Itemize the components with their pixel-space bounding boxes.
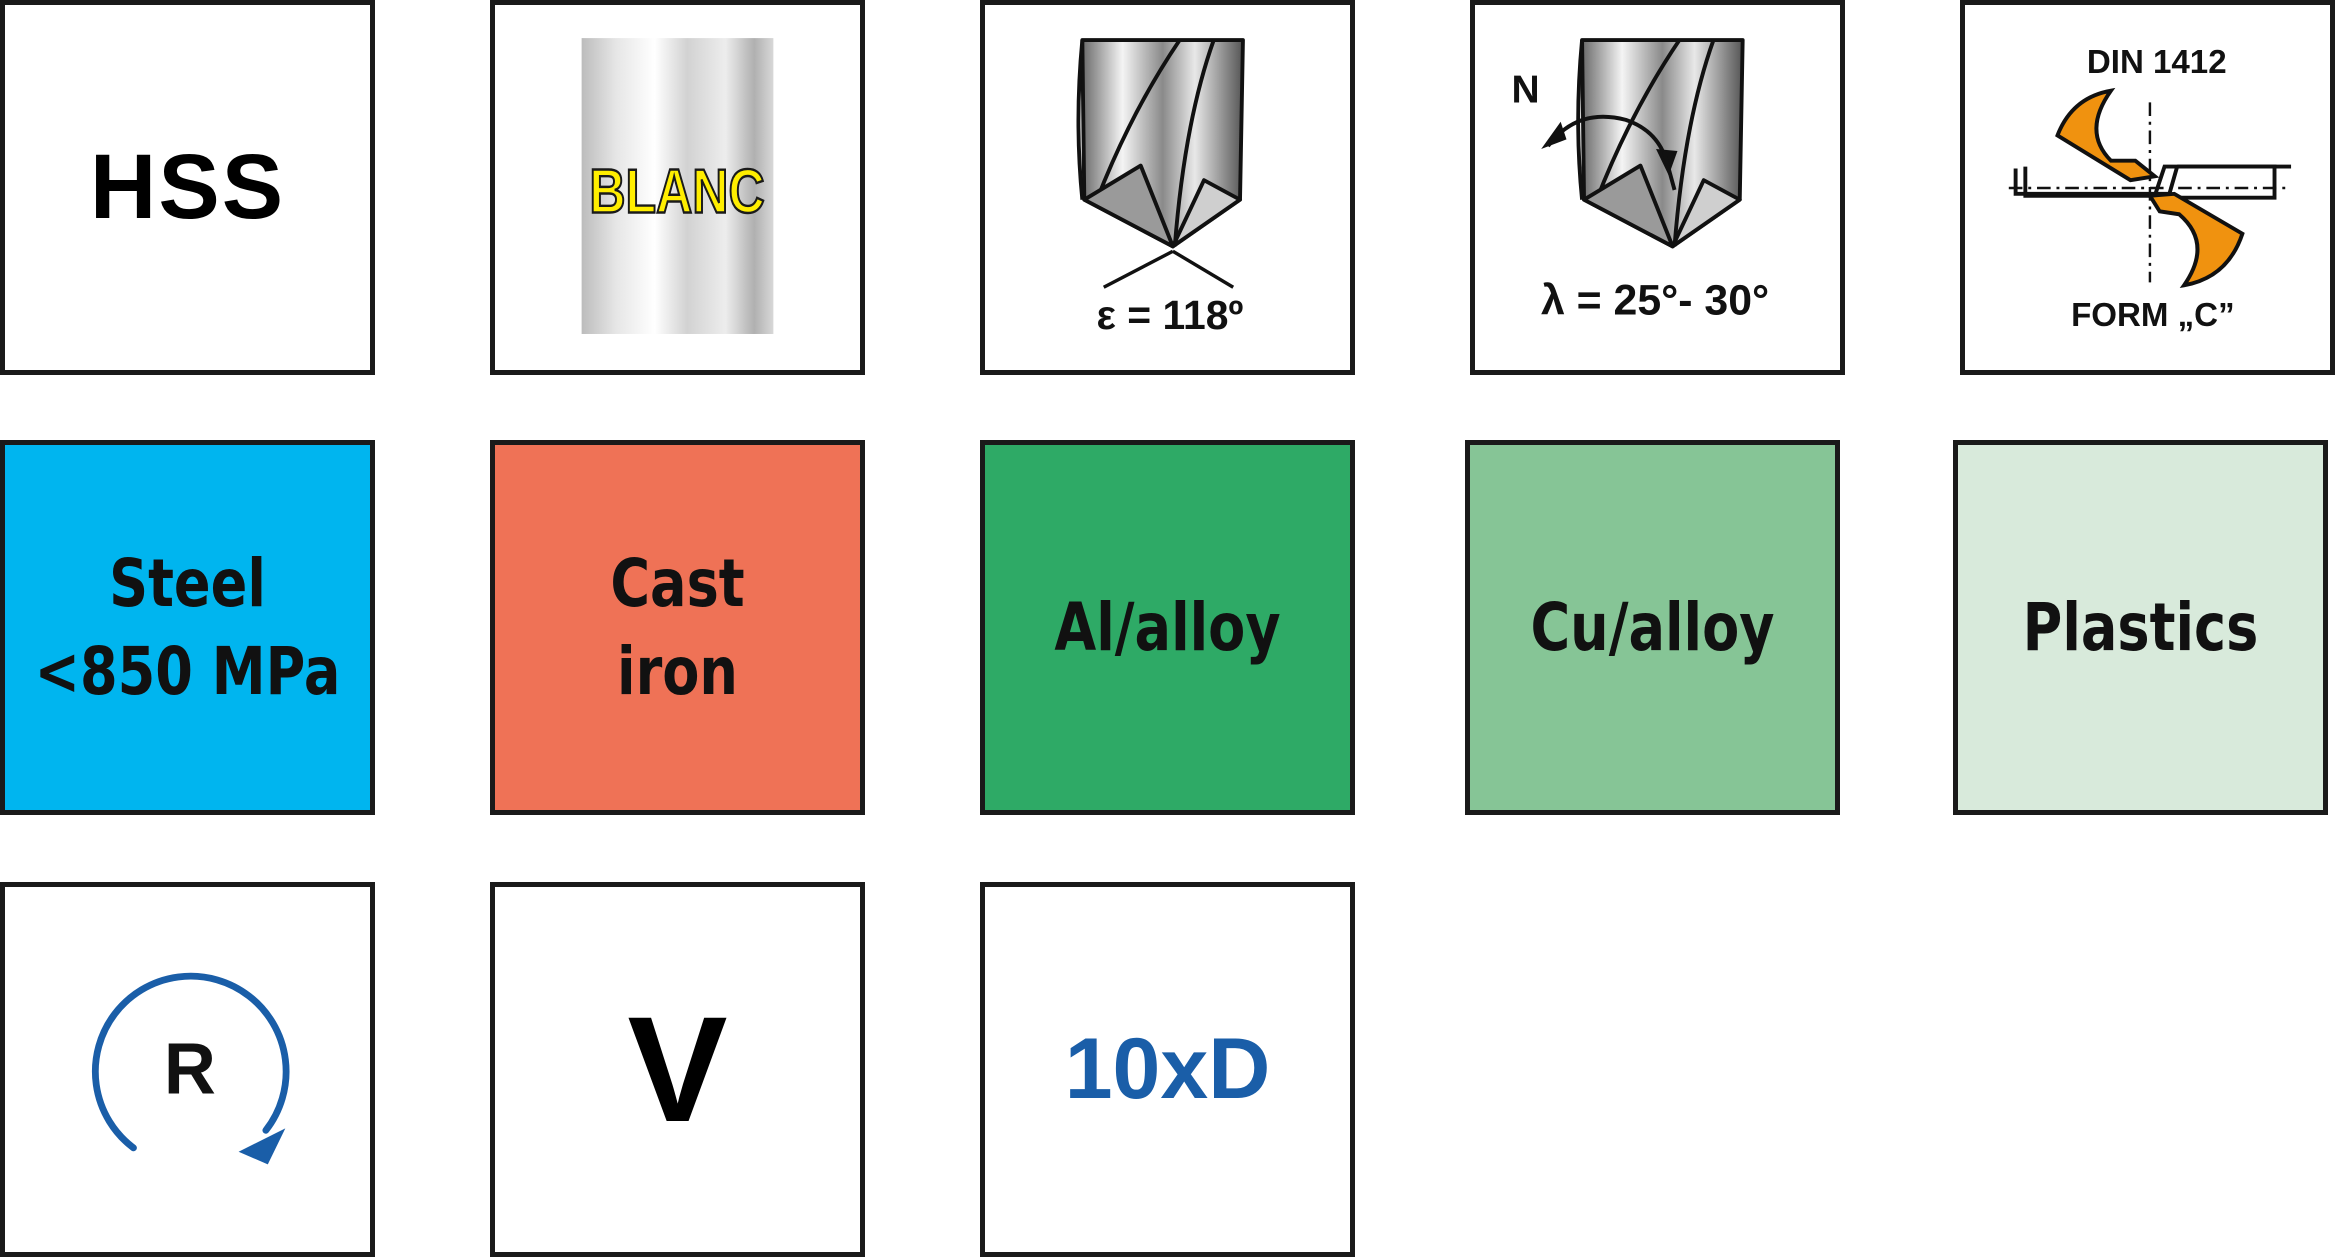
material-cast-iron-label: Cast iron: [528, 445, 827, 810]
helix-angle-tile: N λ = 25°- 30°: [1470, 0, 1845, 375]
material-line: Cu/alloy: [1530, 588, 1775, 666]
material-copper-tile: Cu/alloy: [1465, 440, 1840, 815]
material-cast-iron-tile: Cast iron: [490, 440, 865, 815]
material-line: <850 MPa: [34, 632, 341, 710]
material-copper-label: Cu/alloy: [1503, 445, 1802, 810]
material-line: Al/alloy: [1054, 588, 1281, 666]
v-label: V: [627, 985, 728, 1153]
drill-point-graphic: ε = 118º: [1076, 38, 1245, 338]
hss-tile: HSS: [0, 0, 375, 375]
lower-wedge: [2146, 191, 2245, 289]
point-angle-label: ε = 118º: [1097, 292, 1244, 338]
material-plastics-tile: Plastics: [1953, 440, 2328, 815]
material-line: iron: [617, 632, 738, 710]
material-plastics-label: Plastics: [1991, 445, 2290, 810]
blanc-cylinder-graphic: BLANC: [581, 38, 774, 334]
cylinder-shape: [581, 38, 774, 334]
center-drill-form-graphic: DIN 1412 FORM „C”: [2008, 44, 2292, 334]
material-aluminium-label: Al/alloy: [1018, 445, 1317, 810]
material-line: Cast: [610, 544, 745, 622]
helix-drill-graphic: N λ = 25°- 30°: [1512, 38, 1769, 325]
depth-label: 10xD: [1064, 1021, 1271, 1117]
point-angle-tile: ε = 118º: [980, 0, 1355, 375]
depth-tile: 10xD: [980, 882, 1355, 1257]
material-steel-tile: Steel <850 MPa: [0, 440, 375, 815]
rotation-direction-tile: R: [0, 882, 375, 1257]
rotation-arrow-icon: R: [91, 972, 290, 1165]
rotation-label: R: [164, 1029, 216, 1109]
hss-label: HSS: [89, 136, 286, 238]
blanc-label: BLANC: [589, 157, 764, 226]
v-tile: V: [490, 882, 865, 1257]
form-label: FORM „C”: [2071, 297, 2235, 334]
standard-label: DIN 1412: [2087, 44, 2227, 81]
helix-type-label: N: [1512, 68, 1540, 111]
material-line: Plastics: [2022, 588, 2259, 666]
blanc-finish-tile: BLANC: [490, 0, 865, 375]
material-line: Steel: [109, 544, 266, 622]
center-drill-form-tile: DIN 1412 FORM „C”: [1960, 0, 2335, 375]
upper-wedge: [2055, 87, 2160, 183]
material-aluminium-tile: Al/alloy: [980, 440, 1355, 815]
material-steel-label: Steel <850 MPa: [35, 445, 341, 810]
helix-angle-label: λ = 25°- 30°: [1541, 277, 1769, 325]
